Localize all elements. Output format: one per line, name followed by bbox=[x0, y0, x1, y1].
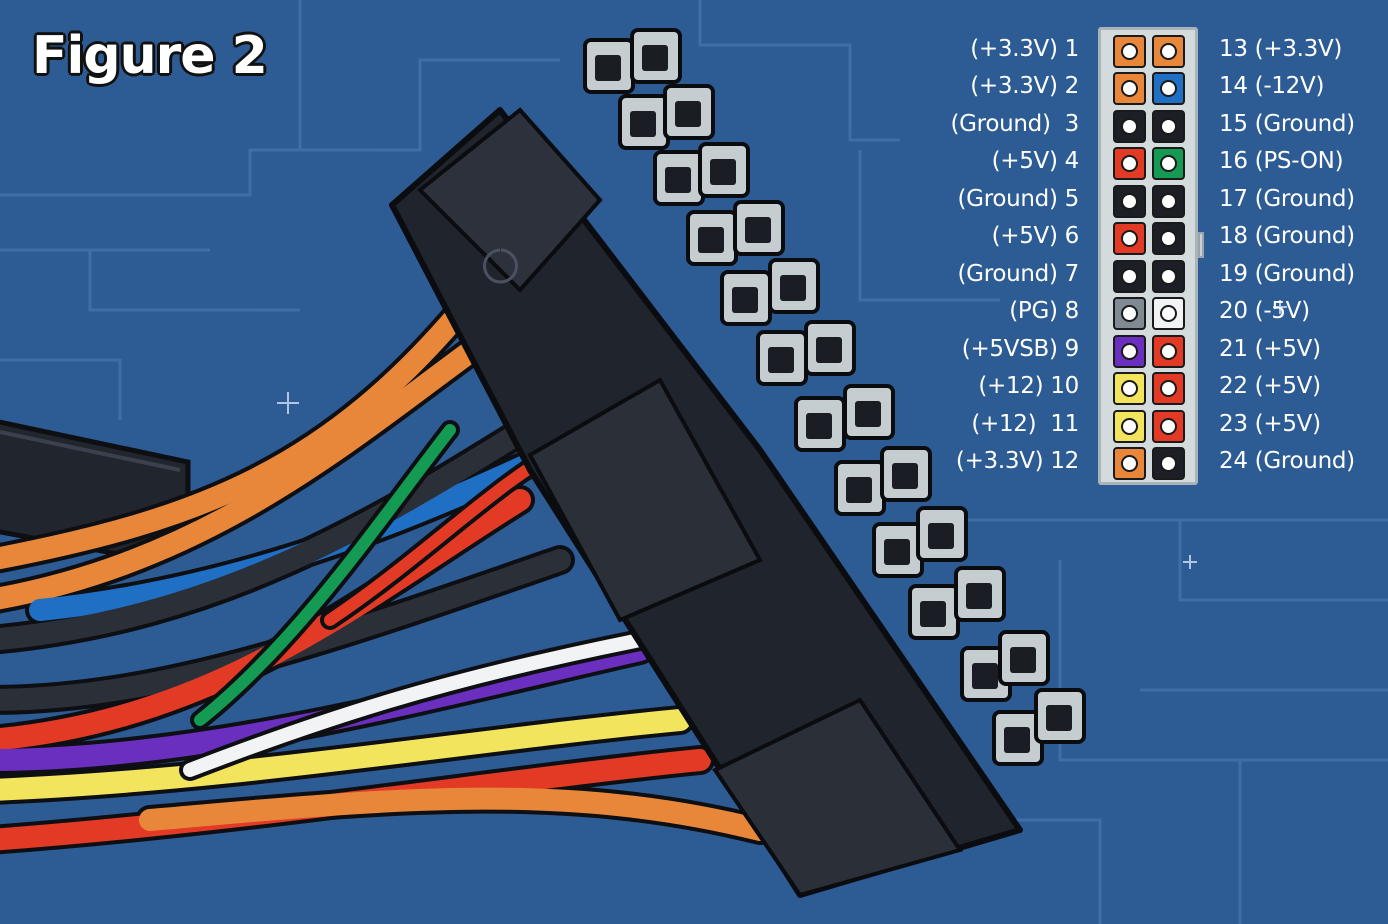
pin-10-hole bbox=[1121, 380, 1138, 398]
pin-5-label: (Ground) 5 bbox=[957, 185, 1080, 212]
pin-14 bbox=[1152, 72, 1185, 106]
pin-7 bbox=[1113, 259, 1146, 293]
pin-1-hole bbox=[1121, 43, 1138, 60]
pin-3-label: (Ground) 3 bbox=[950, 110, 1079, 137]
pin-11-hole bbox=[1121, 417, 1138, 435]
pin-13 bbox=[1152, 35, 1185, 68]
connector-sockets bbox=[583, 28, 1086, 766]
pin-9-hole bbox=[1121, 342, 1138, 360]
pin-9 bbox=[1113, 334, 1146, 368]
figure-title: Figure 2 bbox=[31, 25, 270, 88]
connector-body bbox=[389, 107, 1023, 898]
pin-5-hole bbox=[1121, 192, 1138, 210]
pin-16-hole bbox=[1160, 155, 1177, 173]
pin-4-label: (+5V) 4 bbox=[991, 148, 1080, 175]
pin-8 bbox=[1113, 297, 1146, 331]
pin-5 bbox=[1113, 184, 1146, 218]
pin-10-label: (+12) 10 bbox=[978, 373, 1079, 400]
pin-3-hole bbox=[1121, 117, 1138, 135]
pin-21-label: 21 (+5V) bbox=[1219, 335, 1321, 362]
pin-14-label: 14 (-12V) bbox=[1219, 73, 1325, 100]
pin-2-label: (+3.3V) 2 bbox=[970, 73, 1079, 100]
pin-12-hole bbox=[1121, 454, 1138, 472]
pin-17-hole bbox=[1160, 192, 1177, 210]
wire-bundle bbox=[0, 285, 775, 855]
pin-21 bbox=[1152, 334, 1185, 368]
pin-16-label: 16 (PS-ON) bbox=[1219, 148, 1344, 175]
pin-18-hole bbox=[1160, 230, 1177, 248]
pin-3 bbox=[1113, 109, 1146, 143]
pin-24-hole bbox=[1160, 454, 1177, 472]
pin-20 bbox=[1152, 297, 1185, 331]
pin-22-label: 22 (+5V) bbox=[1219, 373, 1321, 400]
pin-18-label: 18 (Ground) bbox=[1219, 223, 1355, 250]
pin-15-label: 15 (Ground) bbox=[1219, 110, 1355, 137]
pin-8-label: (PG) 8 bbox=[1009, 298, 1079, 325]
pin-1 bbox=[1113, 35, 1146, 68]
pin-15 bbox=[1152, 109, 1185, 143]
pin-13-label: 13 (+3.3V) bbox=[1219, 36, 1343, 62]
pin-17-label: 17 (Ground) bbox=[1219, 185, 1355, 212]
pin-12-label: (+3.3V) 12 bbox=[955, 447, 1079, 474]
pin-11-label: (+12) 11 bbox=[971, 410, 1079, 437]
pin-19-hole bbox=[1160, 267, 1177, 285]
pin-14-hole bbox=[1160, 80, 1177, 98]
pin-23-label: 23 (+5V) bbox=[1219, 410, 1321, 437]
pin-11 bbox=[1113, 409, 1146, 443]
pin-10 bbox=[1113, 372, 1146, 406]
pin-7-label: (Ground) 7 bbox=[957, 260, 1080, 287]
pin-7-hole bbox=[1121, 267, 1138, 285]
pin-1-label: (+3.3V) 1 bbox=[970, 36, 1079, 62]
pin-18 bbox=[1152, 222, 1185, 256]
pin-6-label: (+5V) 6 bbox=[991, 223, 1080, 250]
pin-9-label: (+5VSB) 9 bbox=[961, 335, 1080, 362]
pinout-connector-latch bbox=[1198, 232, 1204, 258]
pin-17 bbox=[1152, 184, 1185, 218]
pin-19-label: 19 (Ground) bbox=[1219, 260, 1355, 287]
pin-24-label: 24 (Ground) bbox=[1219, 447, 1355, 474]
pin-2 bbox=[1113, 72, 1146, 106]
pin-22-hole bbox=[1160, 380, 1177, 398]
pin-4 bbox=[1113, 147, 1146, 181]
pin-22 bbox=[1152, 372, 1185, 406]
pin-8-hole bbox=[1121, 305, 1138, 323]
pin-20-hole bbox=[1160, 305, 1177, 323]
pin-6 bbox=[1113, 222, 1146, 256]
pin-2-hole bbox=[1121, 80, 1138, 98]
pin-4-hole bbox=[1121, 155, 1138, 173]
pin-23 bbox=[1152, 409, 1185, 443]
pin-6-hole bbox=[1121, 230, 1138, 248]
pin-19 bbox=[1152, 259, 1185, 293]
pin-24 bbox=[1152, 446, 1185, 480]
pin-16 bbox=[1152, 147, 1185, 181]
pin-15-hole bbox=[1160, 117, 1177, 135]
sparkle-marks bbox=[277, 300, 1287, 569]
pin-20-label: 20 (-5V) bbox=[1219, 298, 1310, 325]
pin-23-hole bbox=[1160, 417, 1177, 435]
pin-21-hole bbox=[1160, 342, 1177, 360]
pin-13-hole bbox=[1160, 43, 1177, 60]
pin-12 bbox=[1113, 446, 1146, 480]
